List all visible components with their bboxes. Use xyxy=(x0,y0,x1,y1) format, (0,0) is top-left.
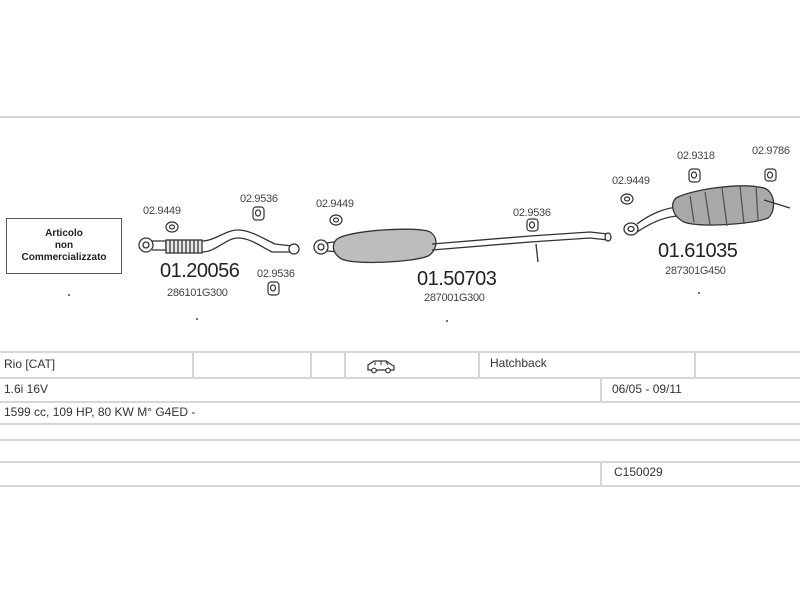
speck xyxy=(196,318,198,320)
notice-line-3: Commercializzato xyxy=(21,252,107,263)
part-number[interactable]: 01.20056 xyxy=(160,260,240,282)
table-divider xyxy=(0,401,800,403)
vehicle-model: Rio [CAT] xyxy=(4,357,56,371)
fitting-ref-label[interactable]: 02.9536 xyxy=(257,268,295,280)
front-pipe-drawing xyxy=(138,229,300,255)
oe-code: 287301G450 xyxy=(665,265,726,277)
table-col-divider xyxy=(310,352,312,378)
table-divider xyxy=(0,377,800,379)
speck xyxy=(698,292,700,294)
part-number[interactable]: 01.50703 xyxy=(417,268,497,290)
fitting-ref-label[interactable]: 02.9786 xyxy=(752,145,790,157)
fitting-ref-label[interactable]: 02.9449 xyxy=(612,175,650,187)
engine-spec: 1599 cc, 109 HP, 80 KW M° G4ED - xyxy=(4,405,196,419)
table-col-divider xyxy=(600,378,602,402)
table-divider xyxy=(0,423,800,425)
car-side-icon xyxy=(367,360,395,374)
table-divider xyxy=(0,439,800,441)
speck xyxy=(68,294,70,296)
table-col-divider xyxy=(600,462,602,486)
kit-code[interactable]: C150029 xyxy=(614,465,663,479)
fitting-ref-label[interactable]: 02.9318 xyxy=(677,150,715,162)
part-number[interactable]: 01.61035 xyxy=(658,240,738,262)
table-col-divider xyxy=(192,352,194,378)
not-commercialized-notice: Articolo non Commercializzato xyxy=(6,218,122,274)
middle-silencer-drawing xyxy=(313,228,612,264)
table-col-divider xyxy=(478,352,480,378)
top-divider xyxy=(0,116,800,118)
notice-line-2: non xyxy=(54,240,74,251)
table-divider xyxy=(0,461,800,463)
body-type: Hatchback xyxy=(490,356,547,370)
table-col-divider xyxy=(344,352,346,378)
notice-line-1: Articolo xyxy=(45,228,83,239)
table-divider xyxy=(0,351,800,353)
production-years: 06/05 - 09/11 xyxy=(612,382,682,396)
fitting-ref-label[interactable]: 02.9449 xyxy=(316,198,354,210)
oe-code: 286101G300 xyxy=(167,287,228,299)
fitting-ref-label[interactable]: 02.9449 xyxy=(143,205,181,217)
engine-label: 1.6i 16V xyxy=(4,382,49,396)
table-divider xyxy=(0,485,800,487)
exhaust-system-diagram xyxy=(138,168,791,296)
fitting-ref-label[interactable]: 02.9536 xyxy=(513,207,551,219)
rear-silencer-drawing xyxy=(623,185,791,236)
speck xyxy=(446,320,448,322)
fitting-ref-label[interactable]: 02.9536 xyxy=(240,193,278,205)
table-col-divider xyxy=(694,352,696,378)
oe-code: 287001G300 xyxy=(424,292,485,304)
